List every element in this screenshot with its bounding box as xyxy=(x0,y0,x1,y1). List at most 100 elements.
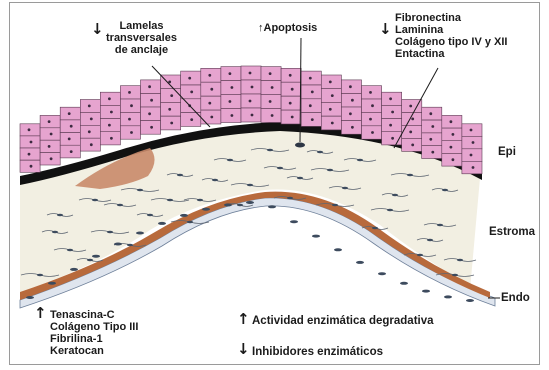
cell-nucleus xyxy=(409,105,412,108)
keratocyte-nucleus xyxy=(187,221,193,224)
endothelial-nucleus xyxy=(158,222,166,225)
cell-nucleus xyxy=(311,118,314,121)
keratocyte-nucleus xyxy=(372,227,378,230)
label-stroma: Estroma xyxy=(489,226,535,238)
cell-nucleus xyxy=(271,114,274,117)
cell-nucleus xyxy=(291,116,294,119)
up-arrow-icon: ↑ xyxy=(237,312,250,327)
keratocyte-nucleus xyxy=(117,204,123,207)
cell-nucleus xyxy=(411,144,414,147)
label-line: Colágeno Tipo III xyxy=(50,321,138,333)
cell-nucleus xyxy=(470,154,473,157)
keratocyte-nucleus xyxy=(357,159,363,162)
endothelial-nucleus xyxy=(92,255,100,258)
label-line: Tenascina-C xyxy=(50,309,138,321)
keratocyte-nucleus xyxy=(452,274,458,277)
cell-nucleus xyxy=(128,91,131,94)
cell-nucleus xyxy=(208,74,211,77)
keratocyte-nucleus xyxy=(247,184,253,187)
cell-nucleus xyxy=(150,99,153,102)
cell-nucleus xyxy=(369,118,372,121)
cell-nucleus xyxy=(28,128,31,131)
cell-nucleus xyxy=(472,166,475,169)
cell-nucleus xyxy=(351,99,354,102)
keratocyte-nucleus xyxy=(437,224,443,227)
cell-nucleus xyxy=(30,141,33,144)
label-enzyme-inhibitors: Inhibidores enzimáticos xyxy=(252,346,383,358)
keratocyte-nucleus xyxy=(137,189,143,192)
cell-nucleus xyxy=(50,157,53,160)
endothelial-nucleus xyxy=(114,243,122,246)
keratocyte-nucleus xyxy=(327,169,333,172)
down-arrow-icon: ↓ xyxy=(91,22,104,37)
cell-nucleus xyxy=(170,122,173,125)
down-arrow-icon: ↓ xyxy=(379,22,392,37)
cell-nucleus xyxy=(311,91,314,94)
keratocyte-nucleus xyxy=(237,204,243,207)
cell-nucleus xyxy=(291,88,294,91)
cell-nucleus xyxy=(251,86,254,89)
cell-nucleus xyxy=(309,104,312,107)
cell-nucleus xyxy=(429,138,432,141)
cell-nucleus xyxy=(371,131,374,134)
keratocyte-nucleus xyxy=(332,204,338,207)
cell-nucleus xyxy=(349,112,352,115)
cell-nucleus xyxy=(369,91,372,94)
cell-nucleus xyxy=(331,122,334,125)
cell-nucleus xyxy=(452,133,455,136)
up-arrow-icon: ↑ xyxy=(34,306,47,321)
keratocyte-nucleus xyxy=(177,174,183,177)
cell-nucleus xyxy=(208,102,211,105)
label-line: Entactina xyxy=(395,48,507,60)
label-line: Fibronectina xyxy=(395,12,507,24)
endothelial-nucleus xyxy=(202,208,210,211)
cell-nucleus xyxy=(329,81,332,84)
endothelial-nucleus xyxy=(290,220,298,223)
cell-nucleus xyxy=(431,125,434,128)
cell-nucleus xyxy=(249,72,252,75)
label-line: transversales xyxy=(106,32,177,44)
cell-nucleus xyxy=(130,104,133,107)
keratocyte-nucleus xyxy=(317,151,323,154)
cell-nucleus xyxy=(371,104,374,107)
cell-nucleus xyxy=(269,100,272,103)
cell-nucleus xyxy=(331,94,334,97)
apoptotic-cell xyxy=(295,143,305,148)
endothelial-nucleus xyxy=(180,214,188,217)
cell-nucleus xyxy=(50,133,53,136)
cell-nucleus xyxy=(450,120,453,123)
cell-nucleus xyxy=(309,77,312,80)
cell-nucleus xyxy=(391,111,394,114)
cell-nucleus xyxy=(210,88,213,91)
cell-nucleus xyxy=(168,108,171,111)
keratocyte-nucleus xyxy=(457,259,463,262)
cell-nucleus xyxy=(170,94,173,97)
keratocyte-nucleus xyxy=(147,214,153,217)
cell-nucleus xyxy=(210,116,213,119)
keratocyte-nucleus xyxy=(212,179,218,182)
endothelial-nucleus xyxy=(136,232,144,235)
endothelial-nucleus xyxy=(70,268,78,271)
label-line: Lamelas xyxy=(119,20,163,32)
cell-nucleus xyxy=(289,102,292,105)
keratocyte-nucleus xyxy=(442,189,448,192)
endothelial-nucleus xyxy=(334,248,342,251)
label-line: de anclaje xyxy=(115,44,168,56)
endothelial-nucleus xyxy=(48,282,56,285)
keratocyte-nucleus xyxy=(277,167,283,170)
cell-nucleus xyxy=(229,72,232,75)
cell-nucleus xyxy=(108,124,111,127)
cell-nucleus xyxy=(148,85,151,88)
cell-nucleus xyxy=(30,165,33,168)
cell-nucleus xyxy=(431,151,434,154)
cell-nucleus xyxy=(110,111,113,114)
keratocyte-nucleus xyxy=(407,174,413,177)
cell-nucleus xyxy=(391,137,394,140)
cell-nucleus xyxy=(68,138,71,141)
cell-nucleus xyxy=(450,146,453,149)
cell-nucleus xyxy=(349,85,352,88)
label-endo: Endo xyxy=(501,292,530,304)
cell-nucleus xyxy=(68,112,71,115)
keratocyte-nucleus xyxy=(107,231,113,234)
endothelial-nucleus xyxy=(356,261,364,264)
